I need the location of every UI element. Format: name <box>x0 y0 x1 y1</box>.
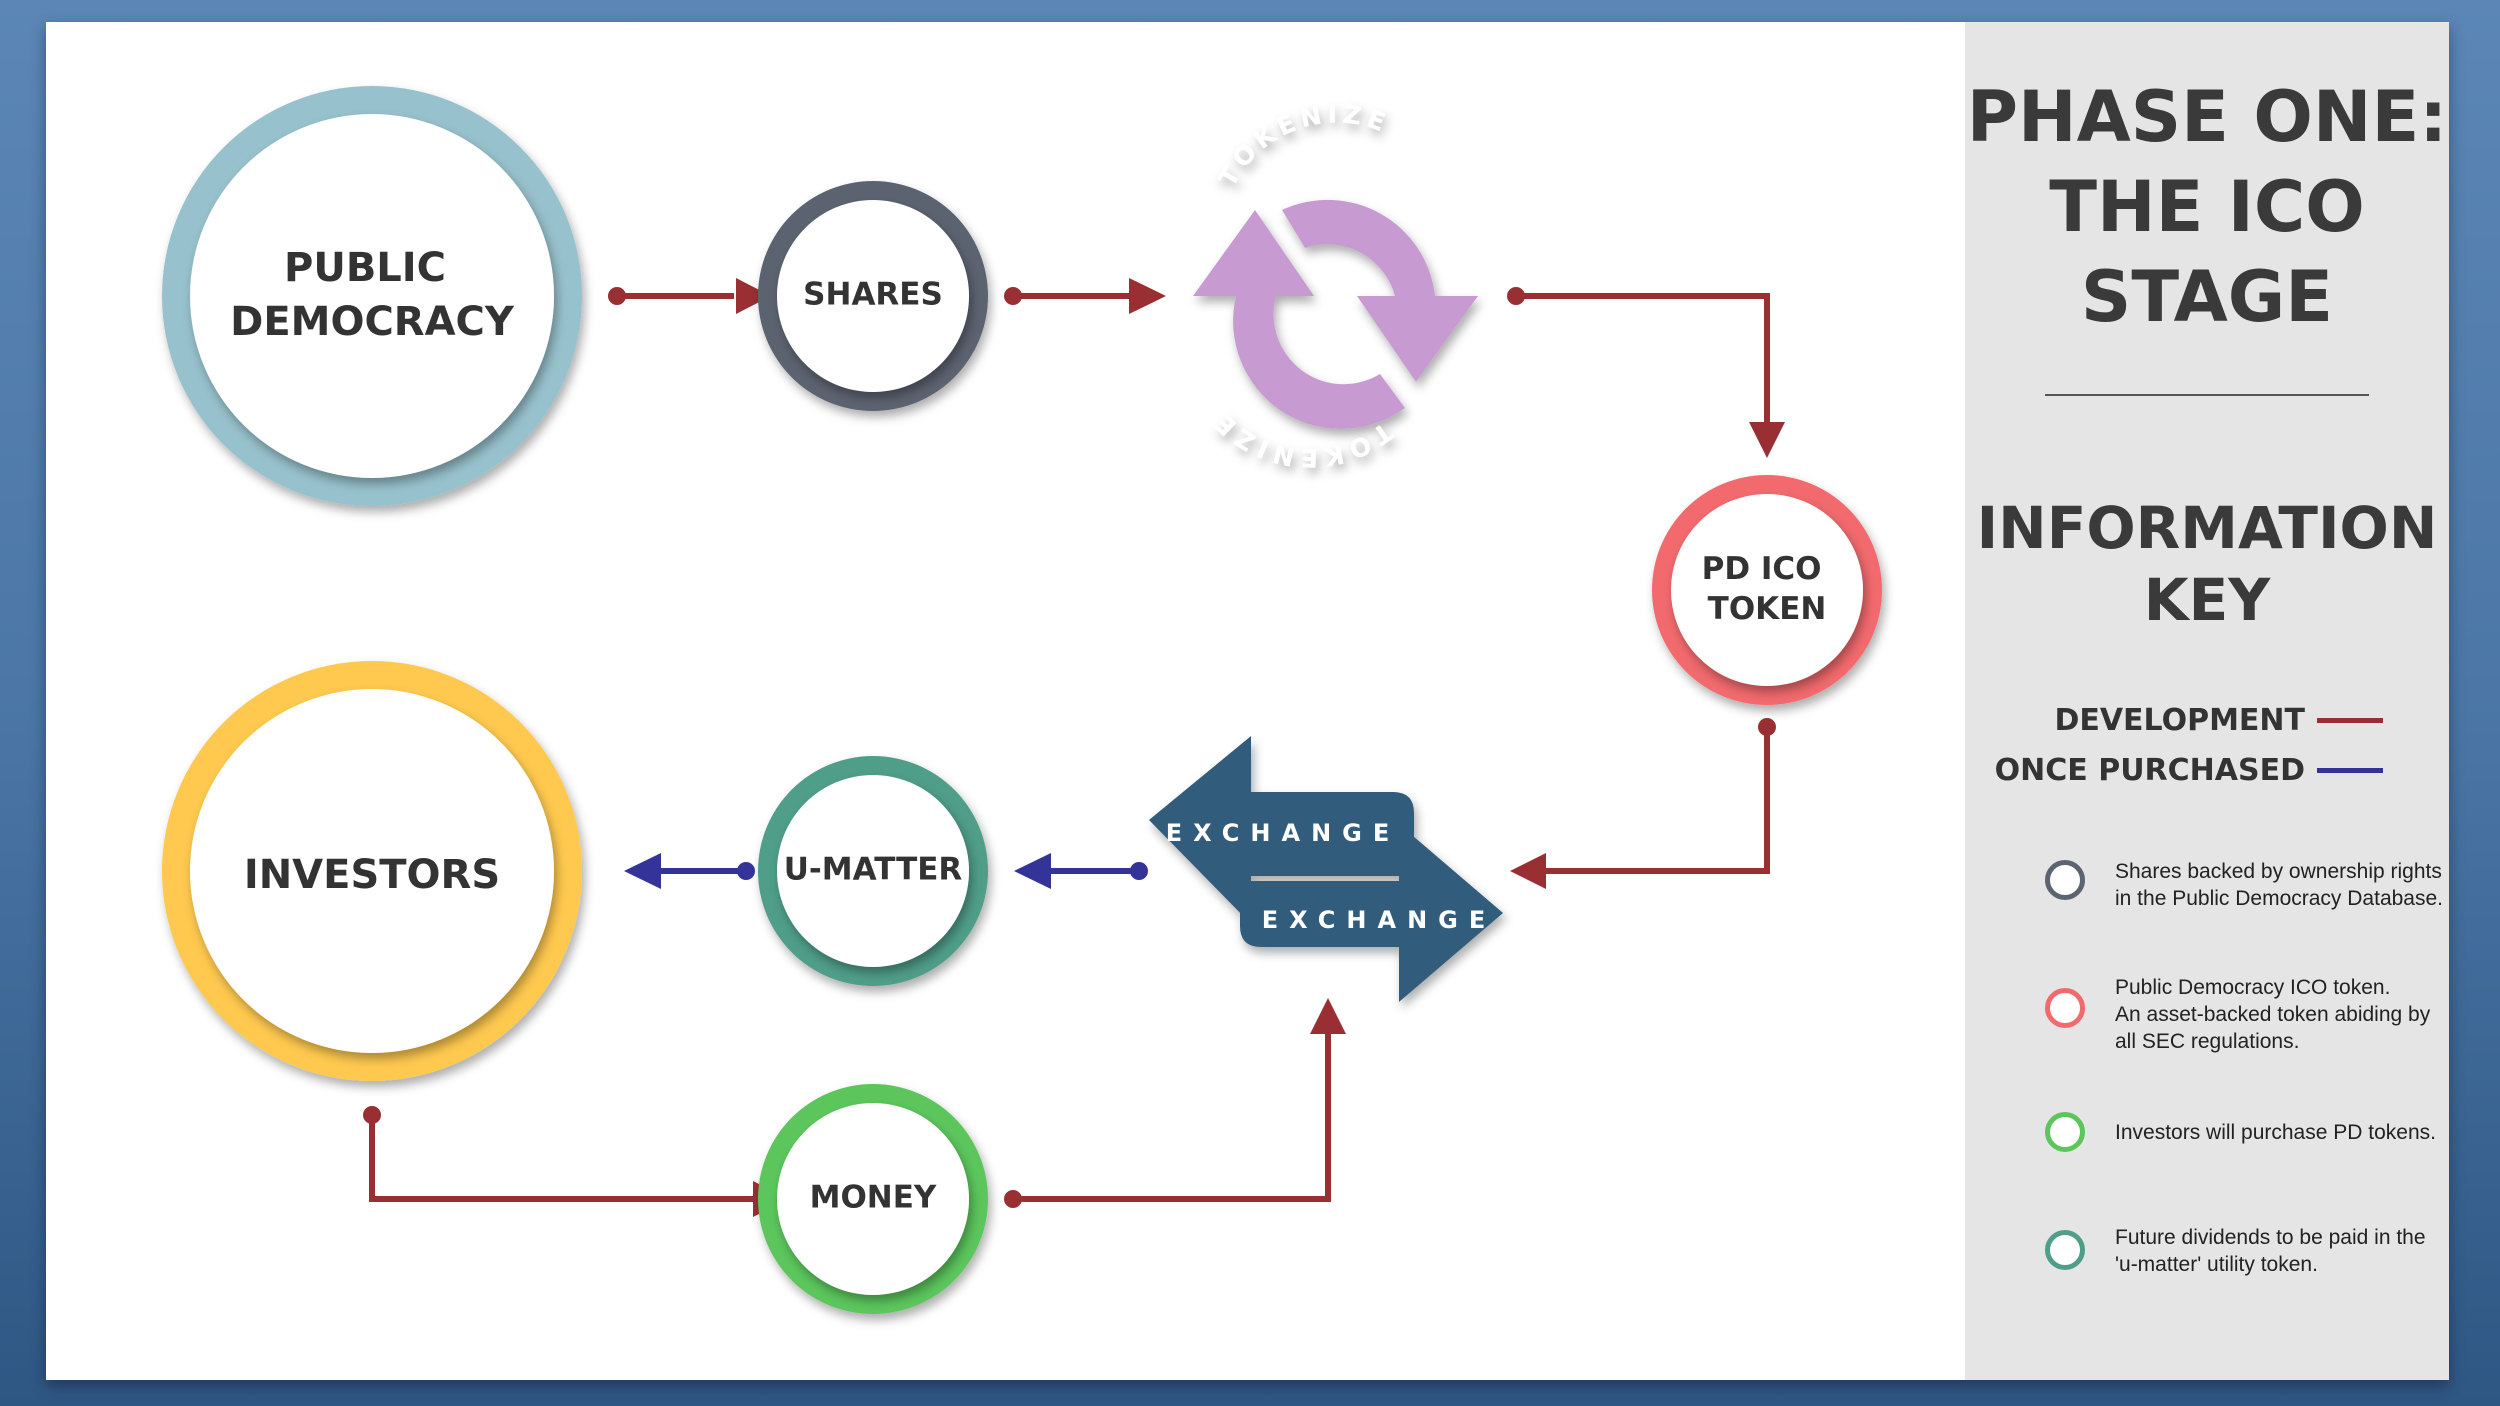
investors-label: INVESTORS <box>244 852 500 898</box>
key-item-text: Public Democracy ICO token. An asset-bac… <box>2115 976 2431 1053</box>
arrow-shares-to-tokenize <box>1004 278 1166 314</box>
arrow-public-democracy-to-shares <box>608 278 771 314</box>
exchange-arrows-icon: EXCHANGE EXCHANGE <box>1149 736 1503 1002</box>
tokenize-arc-bottom <box>1193 210 1405 429</box>
exchange-arrow-left <box>1149 736 1414 924</box>
arrow-money-to-exchange <box>1004 998 1346 1208</box>
money-label: MONEY <box>810 1180 937 1216</box>
arrow-investors-to-money <box>363 1106 789 1217</box>
gray-ring-icon <box>2045 860 2085 900</box>
legend-once-purchased-line <box>2317 767 2383 773</box>
legend-once-purchased-label: ONCE PURCHASED <box>1994 752 2305 788</box>
tokenize-cycle-icon: TOKENIZE TOKENIZE <box>1193 99 1478 473</box>
node-u-matter: U-MATTER <box>758 756 988 986</box>
slide: PUBLIC DEMOCRACY SHARES TOKENIZE TOKENIZ… <box>46 22 2449 1380</box>
legend-development-line <box>2317 717 2383 723</box>
development-connectors <box>363 278 1785 1217</box>
public-democracy-label: PUBLIC DEMOCRACY <box>230 245 515 345</box>
exchange-label-top: EXCHANGE <box>1166 819 1401 847</box>
arrow-tokenize-to-pd-ico <box>1507 287 1785 458</box>
u-matter-label: U-MATTER <box>784 852 963 888</box>
tokenize-arc-top <box>1282 199 1478 382</box>
arrow-exchange-to-u-matter <box>1014 853 1148 889</box>
node-pd-ico-token: PD ICO TOKEN <box>1652 475 1882 705</box>
legend-development-label: DEVELOPMENT <box>2054 702 2305 738</box>
exchange-label-bottom: EXCHANGE <box>1262 906 1497 934</box>
node-shares: SHARES <box>758 181 988 411</box>
exchange-arrow-right <box>1240 824 1503 1002</box>
arrow-pd-ico-to-exchange <box>1510 718 1776 889</box>
legend-development: DEVELOPMENT <box>2054 698 2383 742</box>
shares-label: SHARES <box>803 277 943 313</box>
tokenize-label-top: TOKENIZE <box>1213 99 1394 191</box>
phase-title: PHASE ONE: THE ICO STAGE <box>1966 76 2448 338</box>
flow-diagram: PUBLIC DEMOCRACY SHARES TOKENIZE TOKENIZ… <box>162 86 1882 1314</box>
legend-once-purchased: ONCE PURCHASED <box>1995 748 2383 792</box>
node-investors: INVESTORS <box>162 661 582 1081</box>
key-item-text: Shares backed by ownership rights in the… <box>2115 860 2443 910</box>
information-key-panel: PHASE ONE: THE ICO STAGE INFORMATION KEY… <box>1965 22 2449 1380</box>
purchased-connectors <box>624 853 1148 889</box>
key-item-text: Investors will purchase PD tokens. <box>2115 1121 2436 1144</box>
information-key-title: INFORMATION KEY <box>1976 494 2438 634</box>
green-ring-icon <box>2045 1112 2085 1152</box>
pd-ico-token-label: PD ICO TOKEN <box>1702 551 1833 627</box>
red-ring-icon <box>2045 988 2085 1028</box>
teal-ring-icon <box>2045 1230 2085 1270</box>
arrow-u-matter-to-investors <box>624 853 755 889</box>
key-item-text: Future dividends to be paid in the 'u-ma… <box>2115 1226 2426 1276</box>
title-divider <box>2045 394 2369 396</box>
node-money: MONEY <box>758 1084 988 1314</box>
node-public-democracy: PUBLIC DEMOCRACY <box>162 86 582 506</box>
